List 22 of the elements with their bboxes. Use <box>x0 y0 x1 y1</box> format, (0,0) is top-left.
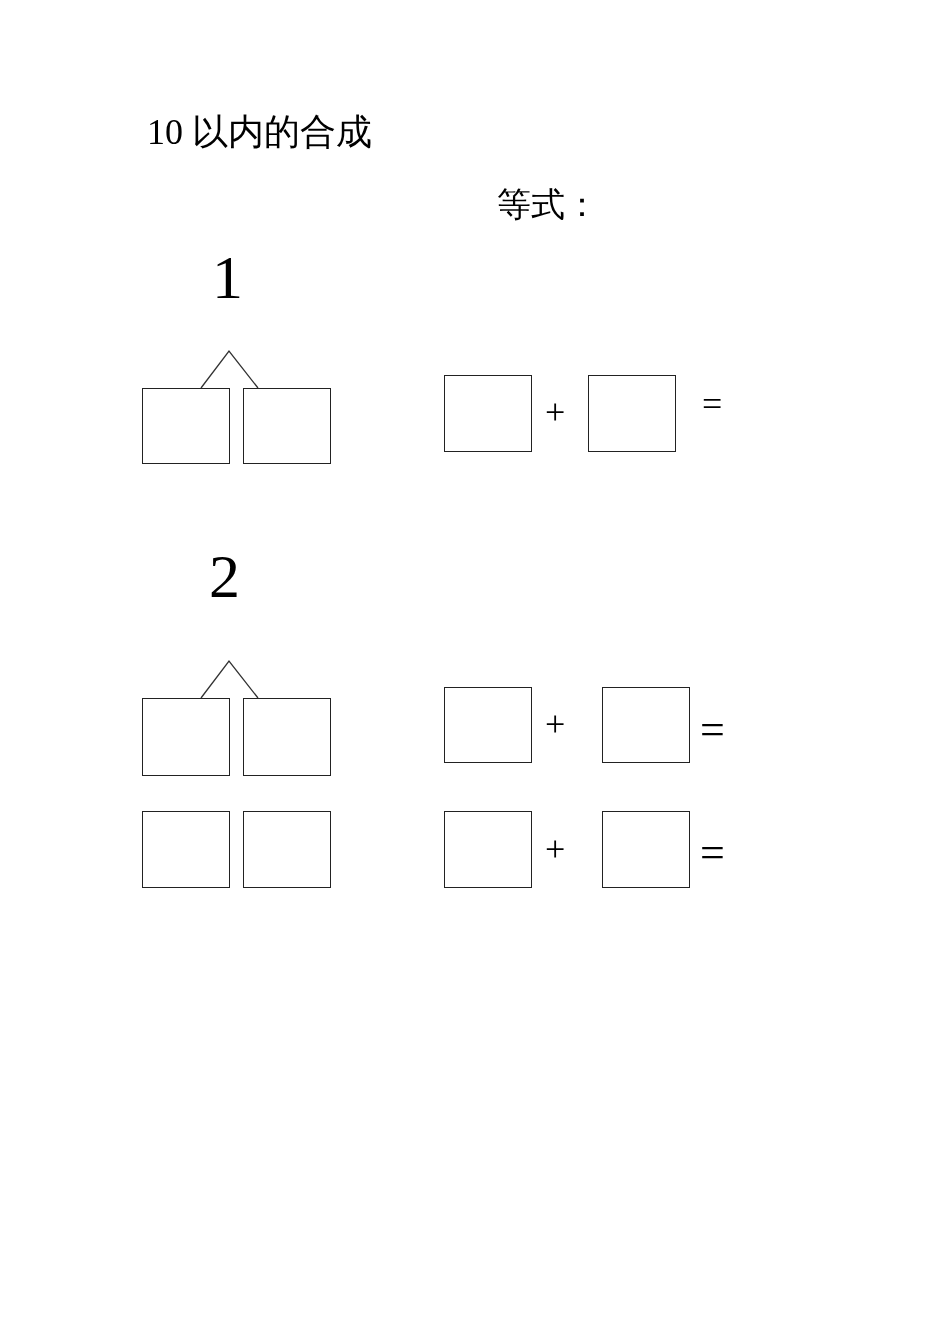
plus-sign: + <box>545 706 566 742</box>
number-heading: 1 <box>212 246 243 308</box>
equals-sign: = <box>700 708 725 752</box>
plus-sign: + <box>545 394 566 430</box>
answer-box <box>243 698 331 776</box>
answer-box <box>142 811 230 888</box>
heading-text: 等式： <box>497 188 599 222</box>
answer-box <box>142 388 230 464</box>
equals-sign: = <box>700 831 725 875</box>
page-title: 10 以内的合成 <box>147 114 372 150</box>
answer-box <box>602 687 690 763</box>
answer-box <box>444 687 532 763</box>
answer-box <box>588 375 676 452</box>
number-heading: 2 <box>209 545 240 607</box>
answer-box <box>602 811 690 888</box>
answer-box <box>444 375 532 452</box>
answer-box <box>243 388 331 464</box>
answer-box <box>142 698 230 776</box>
answer-box <box>243 811 331 888</box>
equals-sign: = <box>702 386 723 422</box>
plus-sign: + <box>545 831 566 867</box>
answer-box <box>444 811 532 888</box>
